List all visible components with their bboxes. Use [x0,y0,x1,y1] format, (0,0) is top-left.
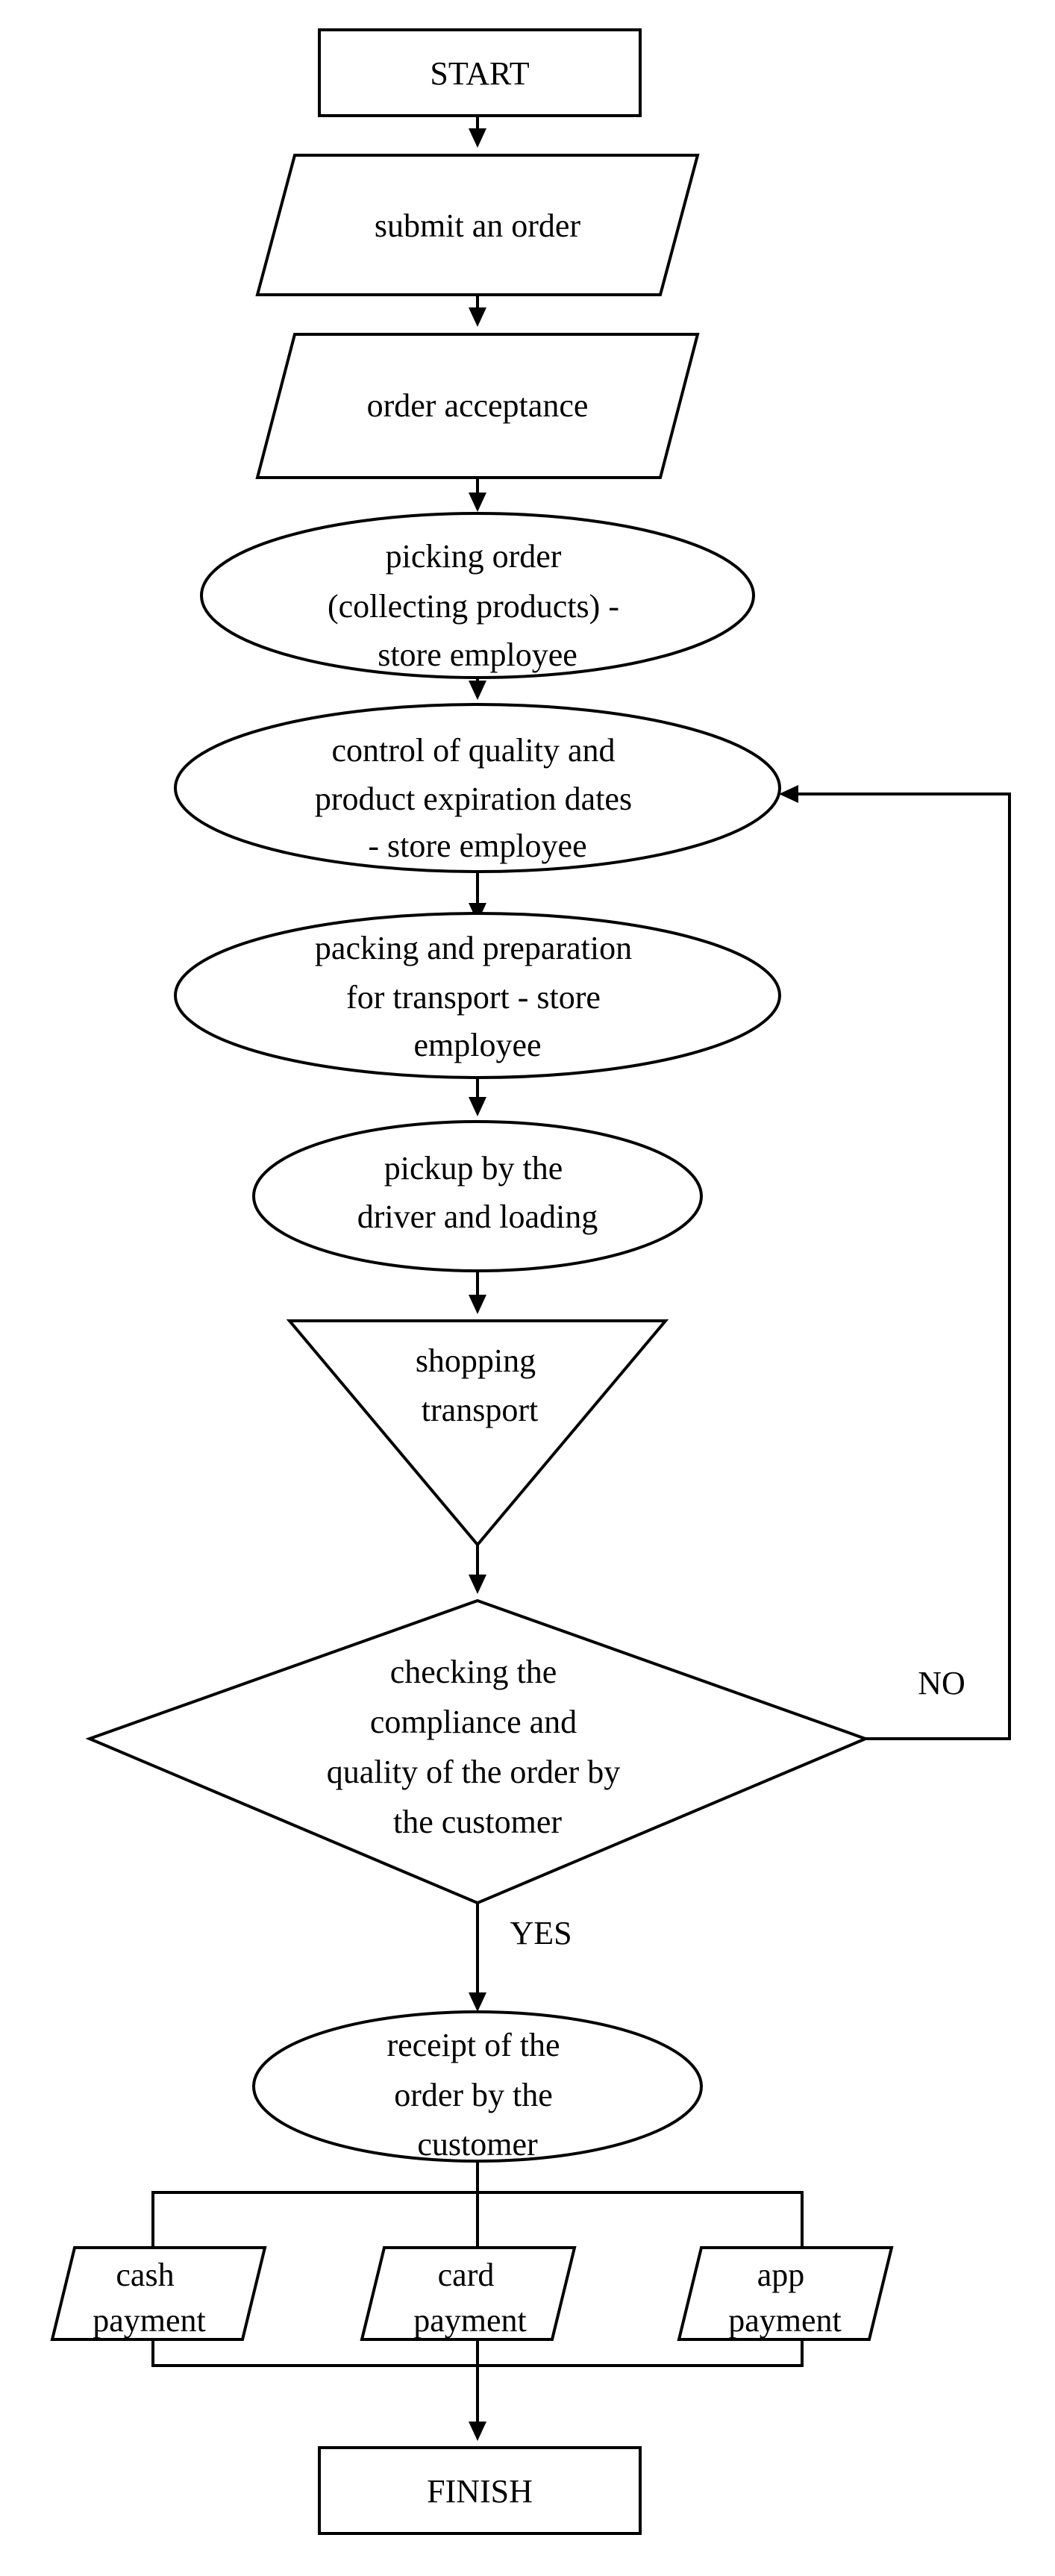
checking-diamond [85,1598,870,1905]
pickup-ellipse [252,1120,703,1272]
start-box [318,28,642,117]
arrowhead-pickup [469,1097,486,1116]
arrowhead-submit [469,128,486,148]
checking-label: checking the compliance and quality of t… [327,1654,628,1840]
finish-box [318,2446,642,2535]
arrowhead-no-loop [779,785,798,803]
receipt-label: receipt of the order by the customer [386,2027,568,2163]
connectors [151,71,1011,2422]
arrowhead-transport [469,1295,486,1314]
card-payment-parallelogram [360,2246,577,2341]
receipt-ellipse [252,2010,703,2163]
cash-payment-label: cash payment [93,2257,206,2339]
packing-label: packing and preparation for transport - … [315,930,640,1063]
picking-order-label: picking order (collecting products) - st… [328,538,627,673]
arrowhead-quality [469,681,486,700]
submit-order-parallelogram [255,154,700,296]
no-edge-label: NO [918,1665,965,1701]
order-acceptance-parallelogram [255,333,700,479]
quality-control-label: control of quality and product expiratio… [315,732,640,864]
arrowhead-acceptance [469,307,486,327]
picking-order-ellipse [200,512,755,679]
edge-no-loop [798,793,1011,1740]
cash-payment-parallelogram [50,2246,267,2341]
app-payment-parallelogram [677,2246,894,2341]
start-label: START [430,55,529,92]
arrowhead-receipt [469,1992,486,2012]
finish-label: FINISH [427,2473,533,2510]
submit-order-label: submit an order [375,207,581,244]
packing-ellipse [174,912,781,1079]
transport-label: shopping transport [416,1342,544,1428]
arrowhead-finish [469,2422,486,2441]
order-acceptance-label: order acceptance [367,387,589,424]
quality-control-ellipse [174,703,781,873]
card-payment-label: card payment [413,2257,527,2339]
yes-edge-label: YES [510,1915,572,1951]
arrowhead-picking [469,493,486,512]
pickup-label: pickup by the driver and loading [357,1150,598,1235]
arrowhead-checking [469,1575,486,1594]
app-payment-label: app payment [728,2257,842,2339]
transport-triangle [286,1319,669,1548]
